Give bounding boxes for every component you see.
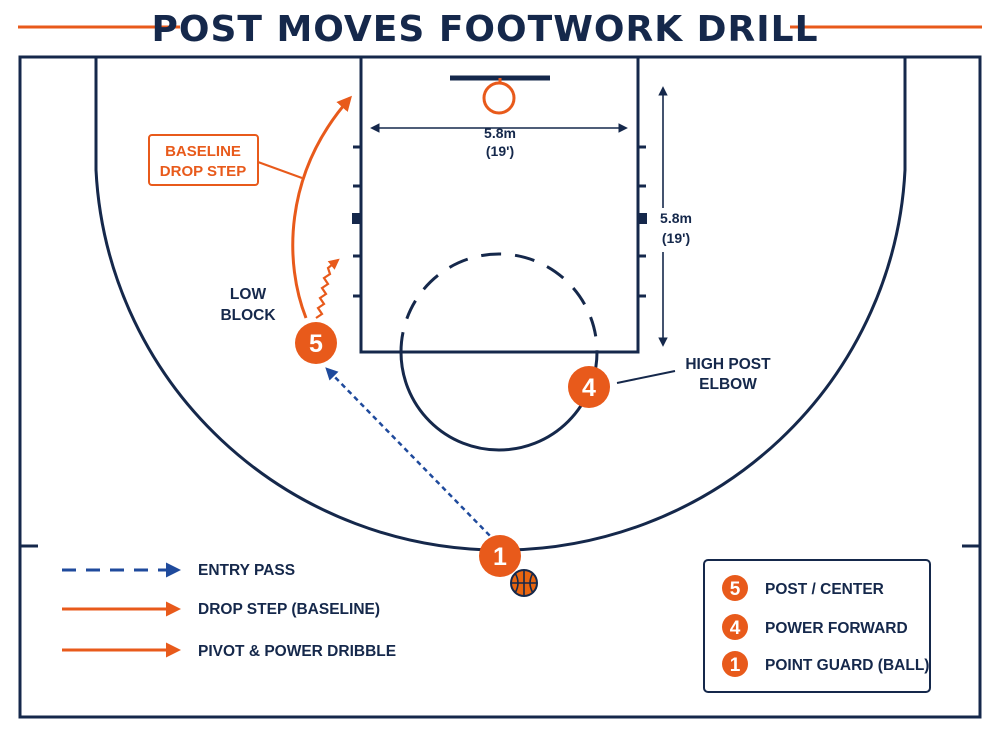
player-legend: 5 POST / CENTER 4 POWER FORWARD 1 POINT …	[703, 559, 931, 693]
block-mark-right	[638, 213, 647, 224]
drop-step-callout	[148, 134, 259, 186]
legend-drop-step-label: DROP STEP (BASELINE)	[198, 601, 380, 618]
drop-step-callout-line2: DROP STEP	[160, 163, 246, 180]
legend-player-1-number: 1	[730, 655, 741, 676]
lane-width-meters: 5.8m	[484, 125, 516, 141]
free-throw-circle-top	[399, 252, 599, 353]
player-5-number: 5	[309, 330, 323, 358]
drop-step-callout-line1: BASELINE	[165, 143, 241, 160]
lane-length-meters: 5.8m	[660, 210, 692, 226]
player-1[interactable]: 1	[479, 535, 521, 577]
high-post-leader	[616, 370, 676, 384]
drop-step-leader	[257, 161, 303, 179]
page-title: POST MOVES FOOTWORK DRILL	[151, 9, 818, 50]
low-block-label-line1: LOW	[230, 286, 267, 303]
basketball-icon	[510, 569, 538, 597]
block-mark-left	[352, 213, 361, 224]
lane-hash-marks	[353, 145, 646, 298]
low-block-label-line2: BLOCK	[220, 307, 276, 324]
lane-length-label-bg	[654, 208, 696, 252]
legend-player-4-number: 4	[730, 618, 741, 639]
player-4[interactable]: 4	[568, 366, 610, 408]
power-dribble-arrow	[315, 258, 340, 319]
rim	[482, 81, 516, 115]
entry-pass-arrow	[325, 367, 497, 543]
lane-length-feet: (19')	[662, 230, 690, 246]
high-post-label-line2: ELBOW	[699, 376, 757, 393]
lane-width-feet: (19')	[486, 143, 514, 159]
lane	[359, 55, 640, 354]
player-4-number: 4	[582, 374, 596, 402]
line-legend: ENTRY PASS DROP STEP (BASELINE) PIVOT & …	[62, 562, 396, 660]
player-1-number: 1	[493, 543, 507, 571]
legend-player-5-number: 5	[730, 579, 741, 600]
legend-pivot-label: PIVOT & POWER DRIBBLE	[198, 643, 396, 660]
legend-player-1-role: POINT GUARD (BALL)	[765, 657, 929, 674]
legend-player-5-role: POST / CENTER	[765, 581, 884, 598]
free-throw-circle-bottom	[399, 351, 599, 452]
drop-step-arrow	[291, 95, 352, 319]
player-legend-box	[703, 559, 931, 693]
player-5[interactable]: 5	[295, 322, 337, 364]
high-post-label-line1: HIGH POST	[685, 356, 771, 373]
legend-player-4-role: POWER FORWARD	[765, 620, 908, 637]
legend-entry-pass-label: ENTRY PASS	[198, 562, 295, 579]
